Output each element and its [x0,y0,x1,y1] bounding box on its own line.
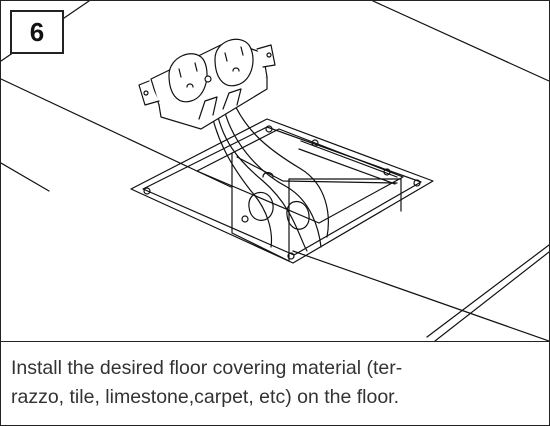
knockout-3 [262,171,274,178]
floor-covering-edge-left [1,162,50,192]
wire-3 [232,100,329,238]
divider [1,341,549,342]
box-opening [196,128,404,224]
knockout-1 [248,191,274,221]
box-inner-wall-ledge [300,140,398,178]
duplex-receptacle [138,38,276,130]
screw-5 [311,139,319,147]
box-inner-wall-ledge2 [298,148,396,185]
trim-ring-outer [130,118,434,264]
floor-covering-edge-top [372,1,549,82]
box-inner-wall-back [288,178,402,212]
floor-covering-edge-right [426,244,549,338]
floor-covering-edge-right-2 [434,251,549,341]
screw-4 [287,252,295,260]
step-number-badge: 6 [10,10,64,54]
screw-7 [241,215,249,223]
box-inner-wall-lip [236,156,398,184]
floor-seam-left [1,78,232,188]
box-inner-wall-left [231,152,290,262]
instruction-caption: Install the desired floor covering mater… [11,354,541,412]
wire-2 [222,104,322,248]
screw-1 [143,187,151,195]
screw-2 [265,125,273,133]
wire-1 [214,102,308,252]
knockout-2 [286,200,310,230]
floor-box-illustration [1,1,549,341]
trim-ring-inner [142,126,422,256]
step-number: 6 [29,16,45,47]
caption-line-1: Install the desired floor covering mater… [11,357,403,379]
caption-line-2: razzo, tile, limestone,carpet, etc) on t… [11,386,400,408]
screw-6 [383,168,391,176]
screw-3 [413,179,421,187]
wire-4 [208,100,273,248]
floor-seam-right [292,250,549,341]
